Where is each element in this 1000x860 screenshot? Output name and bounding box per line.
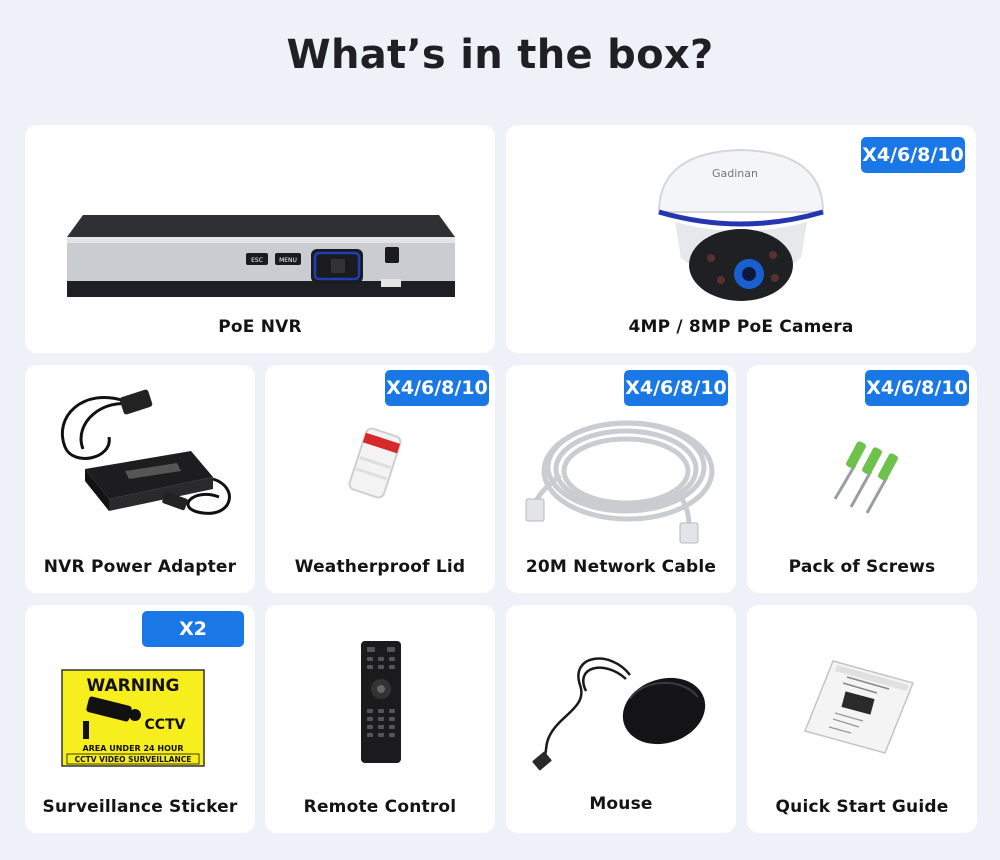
sticker-cctv: CCTV [145,717,186,733]
item-card-surveillance-sticker: X2 WARNING CCTV AREA UNDER 24 HOUR CCTV … [25,605,255,833]
sticker-heading: WARNING [87,676,180,696]
item-card-quick-start-guide: Quick Start Guide [747,605,977,833]
item-label: Weatherproof Lid [294,557,466,577]
page-title: What’s in the box? [286,32,714,78]
item-card-screws: X4/6/8/10 Pack of Screws [747,365,977,593]
item-label: PoE NVR [218,317,302,337]
item-card-network-cable: X4/6/8/10 20M Network Cable [506,365,736,593]
item-label: Quick Start Guide [775,797,949,817]
sticker-line-1: AREA UNDER 24 HOUR [82,744,183,753]
nvr-image: ESC MENU [63,205,459,305]
item-label: Remote Control [303,797,457,817]
network-cable-image [520,415,720,545]
item-card-weatherproof-lid: X4/6/8/10 Weatherproof Lid [265,365,495,593]
item-label: Mouse [589,794,653,814]
quantity-badge: X4/6/8/10 [385,370,489,406]
quantity-badge: X2 [142,611,244,647]
screws-image [821,435,905,519]
item-card-poe-nvr: ESC MENU PoE NVR [25,125,495,353]
quantity-badge: X4/6/8/10 [861,137,965,173]
mouse-image [530,645,710,775]
quantity-badge: X4/6/8/10 [624,370,728,406]
camera-brand: Gadinan [712,167,758,180]
quantity-badge: X4/6/8/10 [865,370,969,406]
menu-button-label: MENU [279,257,297,264]
quick-start-guide-image [799,657,919,757]
item-label: NVR Power Adapter [43,557,237,577]
remote-control-image [359,639,403,765]
weatherproof-lid-image [335,425,415,501]
item-label: Pack of Screws [788,557,936,577]
item-card-mouse: Mouse [506,605,736,833]
warning-sticker-image: WARNING CCTV AREA UNDER 24 HOUR CCTV VID… [61,669,205,767]
camera-image: Gadinan [651,140,831,310]
item-card-power-adapter: NVR Power Adapter [25,365,255,593]
item-label: 20M Network Cable [525,557,717,577]
item-label: Surveillance Sticker [42,797,238,817]
item-card-remote-control: Remote Control [265,605,495,833]
item-card-camera: X4/6/8/10 Gadinan 4MP / 8MP PoE Camera [506,125,976,353]
esc-button-label: ESC [251,257,263,264]
power-adapter-image [43,387,239,527]
sticker-line-2: CCTV VIDEO SURVEILLANCE [75,755,192,764]
item-label: 4MP / 8MP PoE Camera [628,317,854,337]
